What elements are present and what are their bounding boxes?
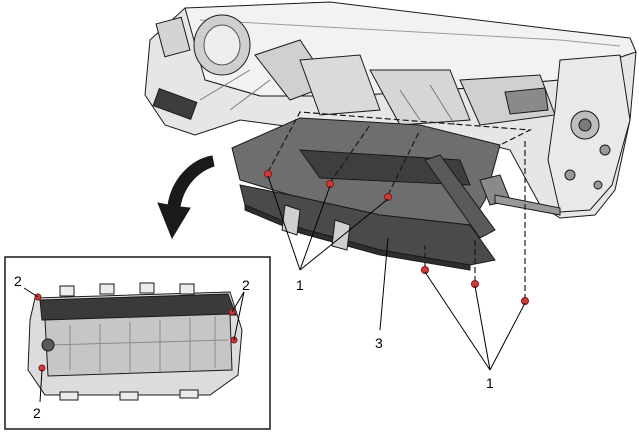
- inset-detail-box: [4, 256, 271, 430]
- curved-arrow-down-left-icon: [157, 155, 215, 240]
- clip-callout-bottom: 2: [33, 405, 41, 421]
- fastener-callout-top: 1: [296, 277, 304, 293]
- fastener-screw: [384, 193, 392, 201]
- alignment-lines: [267, 111, 533, 300]
- instrument-panel: [144, 1, 637, 219]
- clip-callout-top-right: 2: [242, 277, 250, 293]
- fastener-callout-bottom: 1: [486, 375, 494, 391]
- leader-lines: [267, 175, 526, 371]
- fastener-screw: [326, 180, 334, 188]
- fastener-screw: [521, 297, 529, 305]
- clip-callout-top-left: 2: [14, 273, 22, 289]
- fastener-screw: [421, 266, 429, 274]
- glovebox-callout: 3: [375, 335, 383, 351]
- glovebox-assembly: [231, 117, 561, 271]
